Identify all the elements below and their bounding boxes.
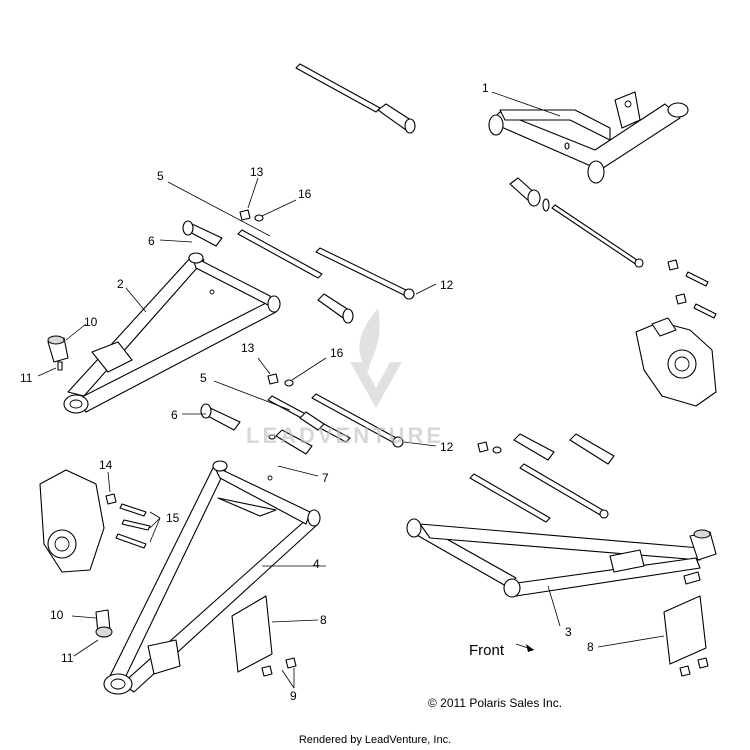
a-arm-lower-left	[103, 460, 321, 695]
callout-13a: 13	[250, 165, 264, 179]
callout-14: 14	[99, 458, 113, 472]
skid-plate-right	[663, 595, 709, 677]
callout-12a: 12	[440, 278, 454, 292]
watermark-logo	[350, 308, 402, 408]
callout-numbers: 1 2 3 4 5 5 6 6 7 8 8 9 10 10 11 11 12 1…	[20, 81, 594, 703]
callout-8b: 8	[587, 640, 594, 654]
knuckle-right	[635, 317, 717, 407]
callout-16b: 16	[330, 346, 344, 360]
callout-8a: 8	[320, 613, 327, 627]
callout-6b: 6	[171, 408, 178, 422]
a-arm-upper-right	[488, 91, 689, 184]
skid-plate-left	[231, 595, 297, 677]
callout-4: 4	[313, 557, 320, 571]
ball-joint-lower	[95, 609, 113, 638]
pins-upper-group	[182, 209, 415, 324]
callout-1: 1	[482, 81, 489, 95]
a-arm-upper-left	[63, 252, 281, 414]
a-arm-lower-right	[406, 518, 717, 598]
leader-lines	[37, 91, 665, 689]
callout-2: 2	[117, 277, 124, 291]
callout-15: 15	[166, 511, 180, 525]
callout-10b: 10	[50, 608, 64, 622]
pin-top	[295, 63, 416, 134]
callout-3: 3	[565, 625, 572, 639]
callout-11b: 11	[61, 651, 74, 665]
front-arrow	[515, 643, 535, 652]
callout-5b: 5	[200, 371, 207, 385]
bolt-right-assembly	[509, 177, 717, 319]
knuckle-left	[39, 469, 151, 573]
callout-6a: 6	[148, 234, 155, 248]
callout-16a: 16	[298, 187, 312, 201]
callout-9: 9	[290, 689, 297, 703]
rendered-by-text: Rendered by LeadVenture, Inc.	[298, 734, 452, 746]
callout-12b: 12	[440, 440, 454, 454]
callout-7: 7	[322, 471, 329, 485]
callout-11a: 11	[20, 371, 33, 385]
callout-10a: 10	[84, 315, 98, 329]
watermark-text: LEADVENTURE	[246, 423, 445, 448]
callout-13b: 13	[241, 341, 255, 355]
front-label: Front	[469, 642, 505, 659]
callout-5a: 5	[157, 169, 164, 183]
copyright-text: © 2011 Polaris Sales Inc.	[428, 696, 563, 710]
pins-lower-group	[200, 373, 404, 455]
ball-joint-upper	[47, 335, 69, 371]
pins-lower-right-group	[469, 433, 615, 523]
